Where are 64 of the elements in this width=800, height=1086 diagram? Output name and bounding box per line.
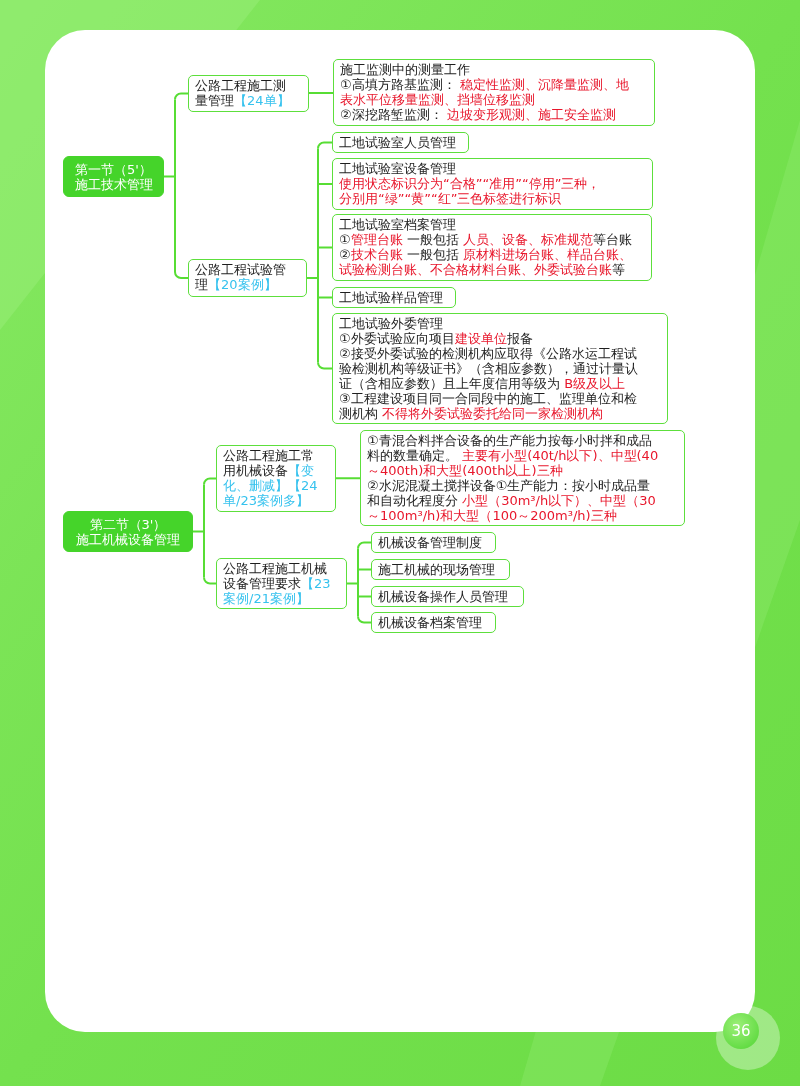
box-text: ②接受外委试验的检测机构应取得《公路水运工程试验检测机构等级证书》（含相应参数），通过计量认证（含相应参数）且上年度信用等级为 B级及以上 <box>339 346 639 391</box>
connector-line <box>306 147 319 364</box>
box-text: ②深挖路堑监测： 边坡变形观测、施工安全监测 <box>340 107 617 122</box>
topic-box <box>371 586 524 607</box>
topic-label: 公路工程施工测量管理【24单】 <box>195 78 291 108</box>
connector-line <box>358 595 372 598</box>
connector-line <box>192 483 205 579</box>
connector-line <box>203 576 217 585</box>
connector-line <box>163 98 176 273</box>
section-number: 第一节（5'） <box>74 161 153 177</box>
topic-label: 工地试验样品管理 <box>339 290 444 305</box>
connector-line <box>357 541 372 550</box>
topic-box <box>360 430 685 526</box>
topic-box <box>332 287 456 308</box>
topic-label: 公路工程施工机械设备管理要求【23案例/21案例】 <box>223 561 332 606</box>
topic-box <box>188 75 309 112</box>
connector-line <box>174 271 189 279</box>
box-text: ①高填方路基监测： 稳定性监测、沉降量监测、地表水平位移量监测、挡墙位移监测 <box>340 77 630 107</box>
section-box <box>63 156 164 197</box>
box-heading: 工地试验室设备管理 <box>339 161 457 176</box>
topic-box <box>371 532 496 553</box>
topic-box <box>216 558 347 609</box>
topic-label: 公路工程试验管理【20案例】 <box>195 262 287 292</box>
topic-label: 机械设备档案管理 <box>378 615 483 630</box>
section-title: 施工技术管理 <box>73 176 154 192</box>
box-heading: 施工监测中的测量工作 <box>340 62 471 77</box>
box-heading: 工地试验室档案管理 <box>339 217 457 232</box>
topic-box <box>333 59 655 126</box>
topic-box <box>332 214 652 281</box>
connector-line <box>317 361 333 370</box>
topic-box <box>216 445 336 512</box>
box-text: ①外委试验应向项目建设单位报备 <box>339 331 534 346</box>
box-text: ①管理台账 一般包括 人员、设备、标准规范等台账 <box>339 232 633 247</box>
connector-line <box>318 296 333 299</box>
topic-label: 机械设备操作人员管理 <box>378 589 509 604</box>
connector-line <box>174 92 189 101</box>
connector-line <box>318 183 333 185</box>
box-text: ②水泥混凝土搅拌设备①生产能力：按小时成品量和自动化程度分 小型（30m³/h以下）、中型（30～100m³/h)和大型（100～200m³/h)三种 <box>367 478 657 523</box>
connector-line <box>335 477 361 480</box>
connector-line <box>203 477 217 486</box>
connector-line <box>346 547 359 618</box>
box-text: ③工程建设项目同一合同段中的施工、监理单位和检测机构 不得将外委试验委托给同一家检测机构 <box>339 391 638 421</box>
box-heading: ①青混合料拌合设备的生产能力按每小时拌和成品料的数量确定。 主要有小型(40t/h以下)、中型(40～400th)和大型(400th以上)三种 <box>367 433 660 478</box>
connector-line <box>308 92 334 94</box>
connector-line <box>318 246 333 249</box>
topic-label: 工地试验室人员管理 <box>339 135 457 150</box>
topic-box <box>371 612 496 633</box>
section-box <box>63 511 193 552</box>
topic-box <box>188 259 307 297</box>
box-text: 使用状态标识分为“合格”“准用”“停用”三种，分别用“绿”“黄”“红”三色标签进行标识 <box>339 176 602 206</box>
section-title: 施工机械设备管理 <box>75 531 181 547</box>
box-text: ②技术台账 一般包括 原材料进场台账、样品台账、试验检测台账、不合格材料台账、外委试验台账等 <box>339 247 633 277</box>
topic-box <box>371 559 510 580</box>
section-number: 第二节（3'） <box>88 516 168 532</box>
topic-box <box>332 313 668 424</box>
topic-box <box>332 158 653 210</box>
topic-label: 施工机械的现场管理 <box>378 562 496 577</box>
connector-line <box>358 568 372 571</box>
connector-line <box>357 615 372 624</box>
box-heading: 工地试验外委管理 <box>339 316 444 331</box>
topic-box <box>332 132 469 153</box>
topic-label: 公路工程施工常用机械设备【变化、删减】【24单/23案例多】 <box>223 448 319 508</box>
connector-line <box>317 141 333 150</box>
topic-label: 机械设备管理制度 <box>378 535 483 550</box>
